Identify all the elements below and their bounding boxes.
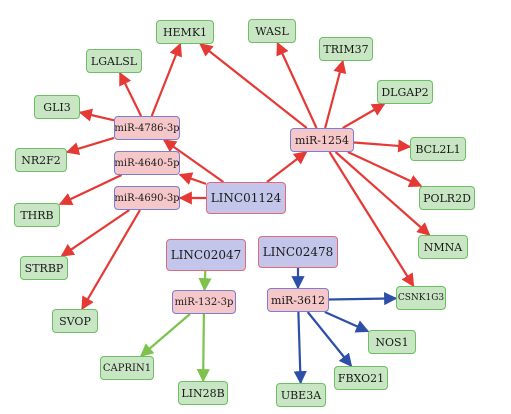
edge-mir3612-fbxo21 — [306, 311, 353, 368]
gene-thrb: THRB — [14, 203, 60, 227]
edge-mir3612-csnk1g3 — [328, 292, 398, 306]
edge-linc01124-mir4786 — [162, 139, 225, 183]
edge-mir1254-polr2d — [347, 151, 423, 187]
lncrna-linc01124: LINC01124 — [206, 182, 286, 214]
gene-bcl2l1: BCL2L1 — [410, 137, 466, 161]
gene-polr2d: POLR2D — [419, 186, 475, 210]
gene-fbxo21: FBXO21 — [334, 366, 388, 390]
gene-caprin1: CAPRIN1 — [100, 356, 154, 380]
gene-gli3: GLI3 — [34, 95, 80, 119]
gene-dlgap2: DLGAP2 — [377, 80, 433, 104]
lncrna-linc02478: LINC02478 — [258, 236, 338, 268]
edge-mir1254-dlgap2 — [342, 103, 386, 129]
gene-csnk1g3: CSNK1G3 — [396, 286, 446, 310]
edge-mir3612-ube3a — [293, 311, 307, 385]
edge-mir1254-hemk1 — [199, 43, 308, 129]
gene-lin28b: LIN28B — [178, 381, 228, 405]
edge-mir4690-svop — [81, 209, 141, 311]
gene-trim37: TRIM37 — [319, 37, 373, 61]
edge-mir4786-gli3 — [78, 108, 115, 122]
edge-mir1254-csnk1g3 — [328, 151, 415, 288]
gene-hemk1: HEMK1 — [156, 20, 214, 44]
gene-nr2f2: NR2F2 — [15, 148, 67, 172]
edge-mir4786-nr2f2 — [65, 136, 115, 156]
edge-mir1254-bcl2l1 — [353, 139, 412, 153]
edge-mir4786-lgalsl — [118, 71, 143, 117]
edge-mir3612-nos1 — [324, 310, 370, 333]
edge-mir4690-strbp — [60, 209, 130, 257]
edge-mir4640-thrb — [58, 174, 123, 206]
edge-mir1254-trim37 — [324, 59, 347, 129]
edge-mir1254-wasl — [276, 41, 318, 129]
edge-mir132-lin28b — [196, 313, 210, 383]
edge-mir1254-nmna — [334, 151, 431, 236]
mirna-mir-4786-3p: miR-4786-3p — [114, 116, 180, 140]
edge-linc01124-mir1254 — [266, 151, 308, 183]
edge-linc02047-mir132 — [198, 270, 212, 292]
mirna-mir-1254: miR-1254 — [290, 128, 354, 152]
gene-strbp: STRBP — [20, 256, 68, 280]
mirna-mir-132-3p: miR-132-3p — [172, 290, 236, 314]
gene-ube3a: UBE3A — [276, 383, 326, 407]
mirna-mir-3612: miR-3612 — [267, 288, 329, 312]
edge-mir132-caprin1 — [139, 313, 191, 357]
gene-wasl: WASL — [248, 19, 296, 43]
lncrna-linc02047: LINC02047 — [166, 239, 246, 271]
gene-nos1: NOS1 — [368, 330, 416, 354]
gene-nmna: NMNA — [418, 235, 468, 259]
mirna-mir-4690-3p: miR-4690-3p — [114, 186, 180, 210]
gene-lgalsl: LGALSL — [86, 49, 142, 73]
edge-linc01124-mir4640 — [178, 172, 207, 185]
mirna-mir-4640-5p: miR-4640-5p — [114, 151, 180, 175]
gene-svop: SVOP — [52, 309, 98, 333]
edge-mir4786-hemk1 — [150, 42, 183, 117]
